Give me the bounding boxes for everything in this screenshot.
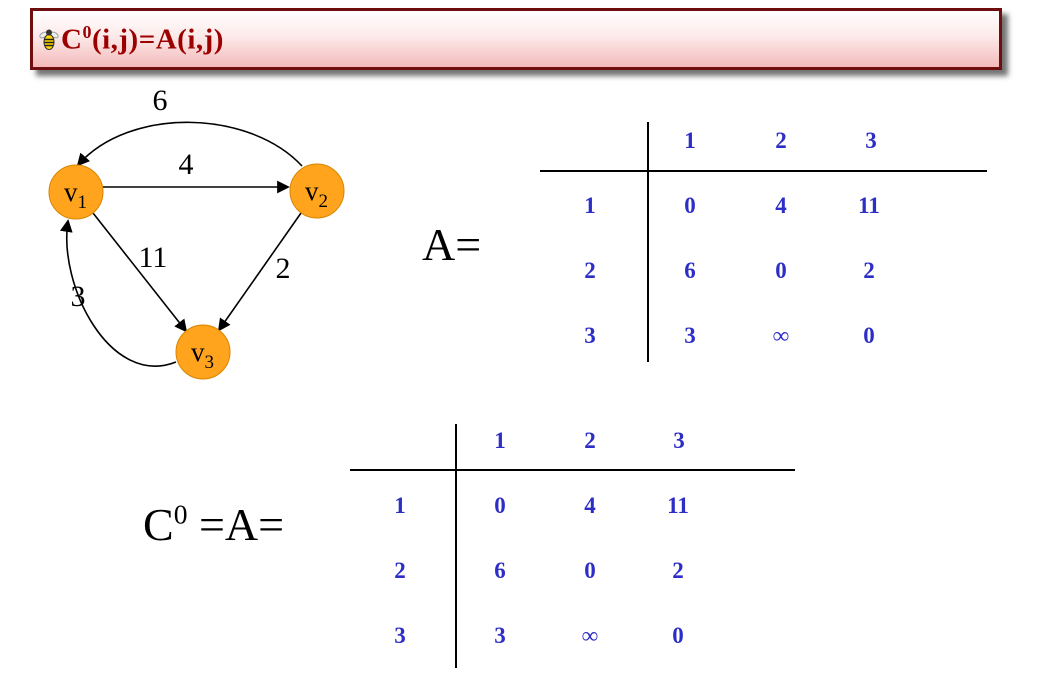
edge-weight-label-v3-v1: 3 [71, 280, 86, 313]
matrix-a-vline [647, 122, 649, 362]
matrix-c0-cell: 2 [672, 558, 684, 583]
matrix-a-cell: 11 [858, 193, 880, 218]
matrix-a-col-header: 1 [684, 128, 696, 153]
node-v3-sub: 3 [205, 352, 215, 373]
node-v1-base: v [64, 177, 78, 207]
matrix-c0-cell: 11 [667, 493, 689, 518]
matrix-c0-cell: ∞ [581, 623, 599, 648]
edge-v1-v3 [92, 212, 188, 333]
matrix-c0-cell: 4 [584, 493, 596, 518]
slide-title: C0(i,j)=A(i,j) [61, 22, 224, 57]
matrix-c0-row-header: 1 [394, 493, 406, 518]
node-v1 [48, 164, 104, 220]
node-v2-sub: 2 [319, 191, 329, 212]
title-bar: C0(i,j)=A(i,j) [30, 8, 1002, 70]
matrix-c0-label: C0 =A= [143, 498, 284, 551]
matrix-a-col-header: 2 [775, 128, 787, 153]
matrix-c0-vline [455, 424, 457, 668]
node-v3-label: v3 [191, 337, 214, 373]
matrix-a-cell: 4 [775, 193, 787, 218]
matrix-a-row-header: 3 [584, 323, 596, 348]
matrix-a-row-header: 1 [584, 193, 596, 218]
matrix-c0-col-header: 2 [584, 428, 596, 453]
edge-weight-label-v2-v3: 2 [276, 252, 291, 285]
matrix-a-row-header: 2 [584, 258, 596, 283]
edge-weight-label-v1-v2: 4 [179, 148, 194, 181]
edge-v3-v1 [60, 219, 177, 367]
matrix-c0-label-c: C [143, 499, 174, 550]
matrix-a-cell: 0 [684, 193, 696, 218]
matrix-c0-cell: 0 [494, 493, 506, 518]
bee-bullet-icon [39, 26, 59, 52]
edge-v2-v1 [76, 121, 303, 167]
title-c: C [61, 23, 83, 56]
node-v2-base: v [305, 176, 319, 206]
matrix-c0-cell: 0 [672, 623, 684, 648]
matrix-a-label: A= [422, 219, 482, 270]
node-v2-label: v2 [305, 176, 328, 212]
matrix-a-cell: 2 [863, 258, 875, 283]
matrix-a-cell: 0 [775, 258, 787, 283]
node-v3-base: v [191, 337, 205, 367]
title-superscript: 0 [82, 21, 92, 42]
edge-weight-label-v2-v1: 6 [153, 84, 168, 117]
matrix-c0-label-rest: =A= [187, 499, 285, 550]
matrix-c0-row-header: 2 [394, 558, 406, 583]
title-rest: (i,j)=A(i,j) [91, 23, 224, 56]
matrix-c0-row-header: 3 [394, 623, 406, 648]
matrix-c0-col-header: 1 [494, 428, 506, 453]
edge-weight-label-v1-v3: 11 [139, 241, 168, 274]
matrix-c0-cell: 0 [584, 558, 596, 583]
node-v2 [289, 163, 345, 219]
node-v1-label: v1 [64, 177, 87, 213]
matrix-c0-cell: 6 [494, 558, 506, 583]
matrix-a-cell: 0 [863, 323, 875, 348]
directed-graph: 6 4 11 2 3 v1 v2 v3 [48, 84, 345, 380]
edge-v2-v3 [217, 212, 302, 332]
matrix-a-hline [540, 170, 987, 172]
matrix-c0-hline [350, 469, 795, 471]
matrix-a-cell: ∞ [772, 323, 790, 348]
matrix-c0-col-header: 3 [673, 428, 685, 453]
matrix-a-cell: 6 [684, 258, 696, 283]
matrix-a-col-header: 3 [865, 128, 877, 153]
node-v1-sub: 1 [78, 192, 88, 213]
node-v3 [175, 324, 231, 380]
matrix-c0-cell: 3 [494, 623, 506, 648]
matrix-c0-label-superscript: 0 [173, 498, 188, 530]
matrix-a-cell: 3 [684, 323, 696, 348]
